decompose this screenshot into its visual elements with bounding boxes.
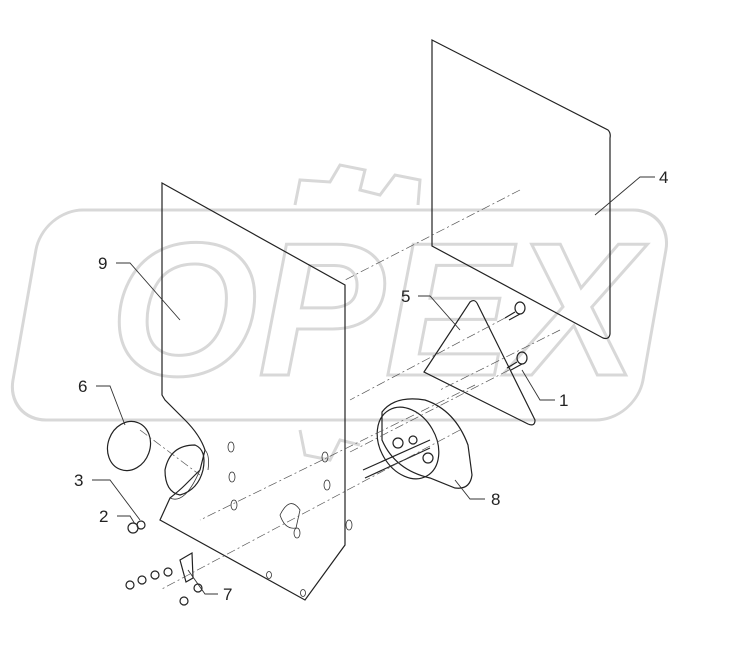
callout-2: 2 xyxy=(99,507,108,526)
callout-leaders xyxy=(92,176,655,595)
callout-3: 3 xyxy=(74,471,83,490)
fasteners xyxy=(125,520,203,606)
callout-9: 9 xyxy=(98,254,107,273)
callout-8: 8 xyxy=(491,490,500,509)
watermark-text: OPEX xyxy=(110,204,648,416)
callout-6: 6 xyxy=(78,377,87,396)
assembly-centerlines xyxy=(139,189,561,591)
part-4-sheet xyxy=(431,39,611,340)
callout-1: 1 xyxy=(559,391,568,410)
watermark-logo: OPEX xyxy=(10,163,669,462)
part-6-lens xyxy=(106,420,152,472)
callout-7: 7 xyxy=(223,585,232,604)
callout-labels: 1 2 3 4 5 6 7 8 9 xyxy=(74,168,668,604)
panel-holes xyxy=(227,441,353,597)
callout-4: 4 xyxy=(659,168,668,187)
callout-5: 5 xyxy=(401,287,410,306)
part-1-screws xyxy=(504,301,528,371)
part-8-lamp xyxy=(362,398,473,489)
part-5-reflector xyxy=(423,299,536,426)
